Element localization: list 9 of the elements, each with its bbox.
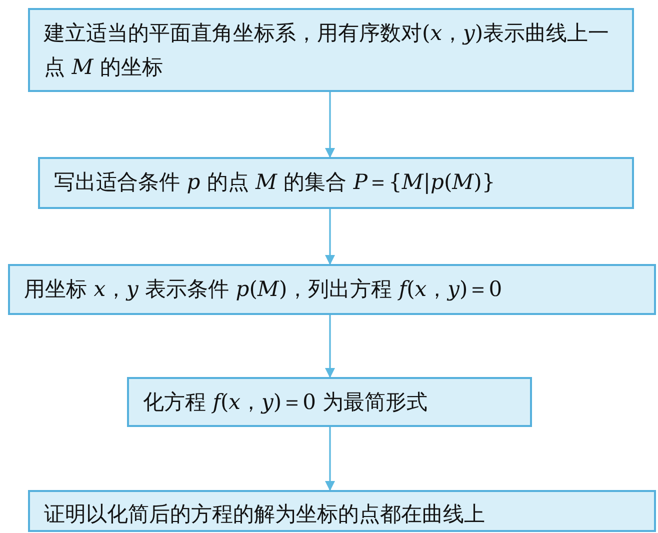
arrow <box>325 315 335 378</box>
process-box: 建立适当的平面直角坐标系，用有序数对(x，y)表示曲线上一点 M 的坐标 <box>28 8 634 92</box>
process-box: 证明以化简后的方程的解为坐标的点都在曲线上 <box>28 490 656 532</box>
arrow <box>325 209 335 265</box>
process-box: 用坐标 x，y 表示条件 p(M)，列出方程 f(x，y)＝0 <box>8 264 656 315</box>
process-box: 写出适合条件 p 的点 M 的集合 P＝{M|p(M)} <box>38 157 634 209</box>
arrow <box>325 92 335 158</box>
arrow <box>325 427 335 491</box>
process-box: 化方程 f(x，y)＝0 为最简形式 <box>127 377 532 427</box>
